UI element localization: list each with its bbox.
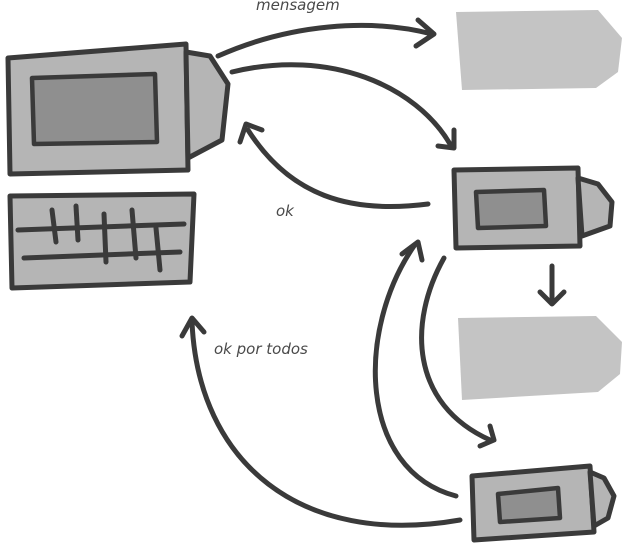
desktop-keyboard [7, 191, 197, 291]
monitor-screen [29, 71, 160, 147]
ok-all-arrow [179, 315, 463, 528]
confirm-arrow [372, 239, 459, 499]
desktop-monitor [5, 41, 231, 177]
send-arrow [229, 62, 457, 151]
middle-device [451, 165, 615, 251]
forward-arrow [419, 255, 497, 449]
bottom-device [469, 463, 617, 543]
message-arrow [215, 17, 437, 59]
label-ok: ok [276, 202, 295, 220]
ghost-device-bottom [458, 316, 622, 400]
ok-arrow [237, 121, 431, 209]
ghost-device-top [456, 10, 622, 90]
down-arrow [537, 263, 567, 307]
label-message: mensagem [256, 0, 340, 14]
bottom-device-screen [495, 485, 563, 525]
middle-device-screen [473, 187, 549, 231]
label-ok-all: ok por todos [214, 340, 308, 358]
